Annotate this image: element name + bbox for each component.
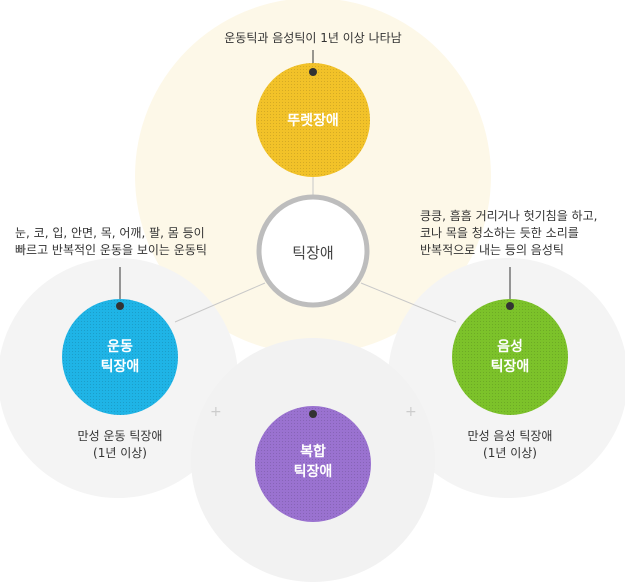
- left-circle-texture: [62, 299, 178, 415]
- connector-right: [360, 282, 457, 323]
- plus-symbol-left: +: [210, 404, 222, 420]
- left-description-line1: 눈, 코, 입, 안면, 목, 어깨, 팔, 몸 등이: [15, 226, 205, 240]
- bottom-circle-label: 복합 틱장애: [263, 442, 363, 482]
- left-subtext: 만성 운동 틱장애 (1년 이상): [60, 428, 180, 462]
- right-description: 킁킁, 흠흠 거리거나 헛기침을 하고, 코나 목을 청소하는 듯한 소리를 반…: [420, 208, 597, 259]
- top-circle-texture: [256, 63, 370, 177]
- bottom-circle-label-line1: 복합: [300, 444, 326, 460]
- right-description-line3: 반복적으로 내는 등의 음성틱: [420, 243, 564, 257]
- bottom-dot: [309, 410, 317, 418]
- top-circle-label: 뚜렛장애: [287, 113, 339, 129]
- hub-circle: [256, 194, 370, 308]
- right-description-line1: 킁킁, 흠흠 거리거나 헛기침을 하고,: [420, 209, 598, 223]
- hub-label: 틱장애: [292, 244, 334, 262]
- left-circle-label-line2: 틱장애: [100, 359, 140, 375]
- right-circle-label: 음성 틱장애: [460, 337, 560, 377]
- right-subtext-line1: 만성 음성 틱장애: [467, 429, 553, 443]
- left-description-line2: 빠르고 반복적인 운동을 보이는 운동틱: [15, 243, 207, 257]
- left-circle-label-line1: 운동: [107, 339, 133, 355]
- top-leader-dot: [309, 68, 317, 76]
- left-leader-dot: [116, 302, 124, 310]
- connector-left: [174, 282, 266, 323]
- right-circle-label-line1: 음성: [497, 339, 523, 355]
- right-leader-dot: [506, 302, 514, 310]
- right-circle-label-line2: 틱장애: [490, 359, 530, 375]
- left-subtext-line2: (1년 이상): [93, 446, 147, 460]
- right-circle-texture: [452, 299, 568, 415]
- left-description: 눈, 코, 입, 안면, 목, 어깨, 팔, 몸 등이 빠르고 반복적인 운동을…: [15, 225, 207, 259]
- left-circle-label: 운동 틱장애: [70, 337, 170, 377]
- bottom-circle-texture: [255, 406, 371, 522]
- left-subtext-line1: 만성 운동 틱장애: [77, 429, 163, 443]
- right-subtext-line2: (1년 이상): [483, 446, 537, 460]
- plus-symbol-right: +: [405, 404, 417, 420]
- bottom-circle-label-line2: 틱장애: [293, 464, 333, 480]
- right-subtext: 만성 음성 틱장애 (1년 이상): [450, 428, 570, 462]
- right-description-line2: 코나 목을 청소하는 듯한 소리를: [420, 226, 579, 240]
- top-description: 운동틱과 음성틱이 1년 이상 나타남: [224, 31, 402, 45]
